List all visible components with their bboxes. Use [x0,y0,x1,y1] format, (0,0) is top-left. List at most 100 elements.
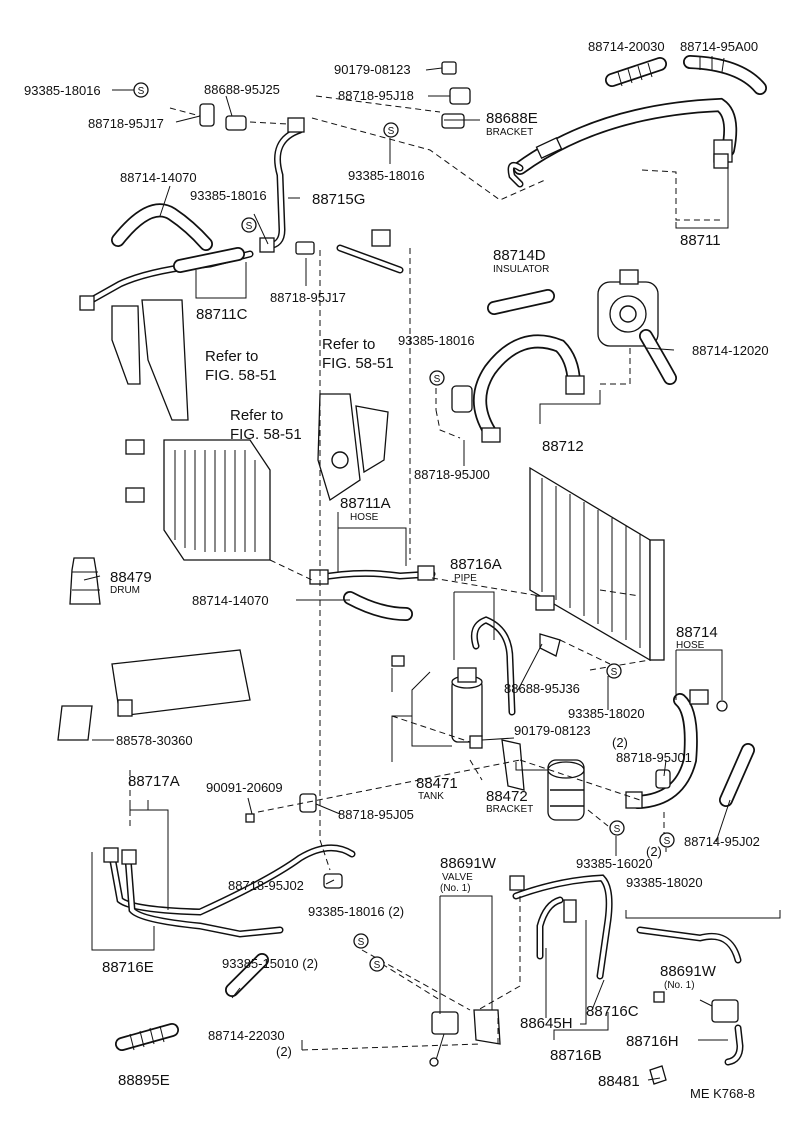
label-93385-18016-a: 93385-18016 [24,83,101,98]
evaporator [125,439,271,561]
screw-letters: S S S S S S S S S [138,86,671,971]
inset-valve [625,910,781,1023]
label-88472: 88472 [486,788,528,805]
label-88714-20030: 88714-20030 [588,39,665,54]
drum-88479 [69,557,101,605]
label-88714-95J02: 88714-95J02 [684,834,760,849]
label-insulator: INSULATOR [493,264,549,275]
screw-glyph-1: S [138,86,145,97]
label-93385-18020-b: 93385-18020 [626,875,703,890]
label-90091-20609: 90091-20609 [206,780,283,795]
label-93385-18016-c: 93385-18016 [190,188,267,203]
label-88471: 88471 [416,775,458,792]
label-88718-95J05: 88718-95J05 [338,807,414,822]
insulator-88714D [487,289,555,315]
label-88718-95J01: 88718-95J01 [616,750,692,765]
screw-glyph-2: S [388,126,395,137]
leader-lines [83,67,731,1081]
label-valve: VALVE [442,872,473,883]
label-88716B: 88716B [550,1047,602,1064]
label-88712: 88712 [542,438,584,455]
label-88718-95J02: 88718-95J02 [228,878,304,893]
part-labels: 93385-18016 88718-95J17 88688-95J25 9017… [24,39,769,1101]
label-88716C: 88716C [586,1003,639,1020]
label-88716H: 88716H [626,1033,679,1050]
pipe-88717A [108,844,356,916]
label-88714-95A00: 88714-95A00 [680,39,758,54]
label-88711: 88711 [680,232,721,249]
pipe-88645H [536,896,577,960]
label-refer-c-1: Refer to [230,407,283,424]
label-hose-b: HOSE [676,640,705,651]
screw-symbols [133,82,675,972]
screw-glyph-8: S [358,937,365,948]
label-88711C: 88711C [196,306,248,323]
label-88481: 88481 [598,1073,640,1090]
screw-glyph-9: S [374,960,381,971]
label-88688-95J25: 88688-95J25 [204,82,280,97]
label-refer-b-1: Refer to [322,336,375,353]
label-refer-a-2: FIG. 58-51 [205,367,277,384]
label-2-a: (2) [612,735,628,750]
label-88479: 88479 [110,569,152,586]
label-88711A: 88711A [340,495,391,512]
hose-88714-95A00 [683,55,767,95]
label-93385-18016-e: 93385-18016 (2) [308,904,404,919]
screw-glyph-4: S [434,374,441,385]
hose-88895E [115,1023,179,1051]
label-88717A: 88717A [128,773,180,790]
label-pipe: PIPE [454,573,477,584]
bracket-center [317,393,389,502]
heater-unit [111,649,251,717]
label-88718-95J18: 88718-95J18 [338,88,414,103]
label-93385-15010: 93385-15010 (2) [222,956,318,971]
tank-88471 [391,655,483,743]
label-88714-12020: 88714-12020 [692,343,769,358]
hose-88711C [79,247,254,311]
label-88691W-b: 88691W [660,963,717,980]
screw-glyph-7: S [664,836,671,847]
hose-88714-22030 [225,953,269,997]
label-2-c: (2) [276,1044,292,1059]
hose-88711 [507,97,738,188]
label-90179-08123-b: 90179-08123 [514,723,591,738]
label-figure-code: ME K768-8 [690,1086,755,1101]
label-drum: DRUM [110,585,140,596]
label-2-b: (2) [646,844,662,859]
label-refer-c-2: FIG. 58-51 [230,426,302,443]
label-88715G: 88715G [312,191,365,208]
pipe-88716A [470,595,561,716]
label-93385-18020-a: 93385-18020 [568,706,645,721]
pipe-88716E [103,847,284,938]
label-88714-14070-b: 88714-14070 [192,593,269,608]
pipe-88716H [724,1024,744,1066]
label-refer-b-2: FIG. 58-51 [322,355,394,372]
hose-88714-12020 [639,329,677,385]
label-88716A: 88716A [450,556,502,573]
label-tank: TANK [418,791,444,802]
label-88691W-a: 88691W [440,855,497,872]
pipe-88715G [259,117,305,253]
label-93385-18016-b: 93385-18016 [348,168,425,183]
label-88718-95J00: 88718-95J00 [414,467,490,482]
seal-88578-30360 [57,705,93,741]
valve-88691W-a [429,1009,501,1067]
label-88714-14070-a: 88714-14070 [120,170,197,185]
label-bracket-a: BRACKET [486,127,533,138]
label-88716E: 88716E [102,959,154,976]
label-88714D: 88714D [493,247,546,264]
hose-88714-95J02 [719,743,755,807]
screw-glyph-5: S [611,667,618,678]
label-refer-a-1: Refer to [205,348,258,365]
hose-88714-14070-b [343,591,413,621]
label-88714-22030: 88714-22030 [208,1028,285,1043]
hose-88712 [451,334,585,443]
hose-88714-20030 [605,57,667,87]
label-88718-95J17-b: 88718-95J17 [270,290,346,305]
label-bracket-b: BRACKET [486,804,533,815]
label-hose-a: HOSE [350,512,379,523]
label-88688-95J36: 88688-95J36 [504,681,580,696]
label-no1-b: (No. 1) [664,980,695,991]
condenser [529,466,665,662]
